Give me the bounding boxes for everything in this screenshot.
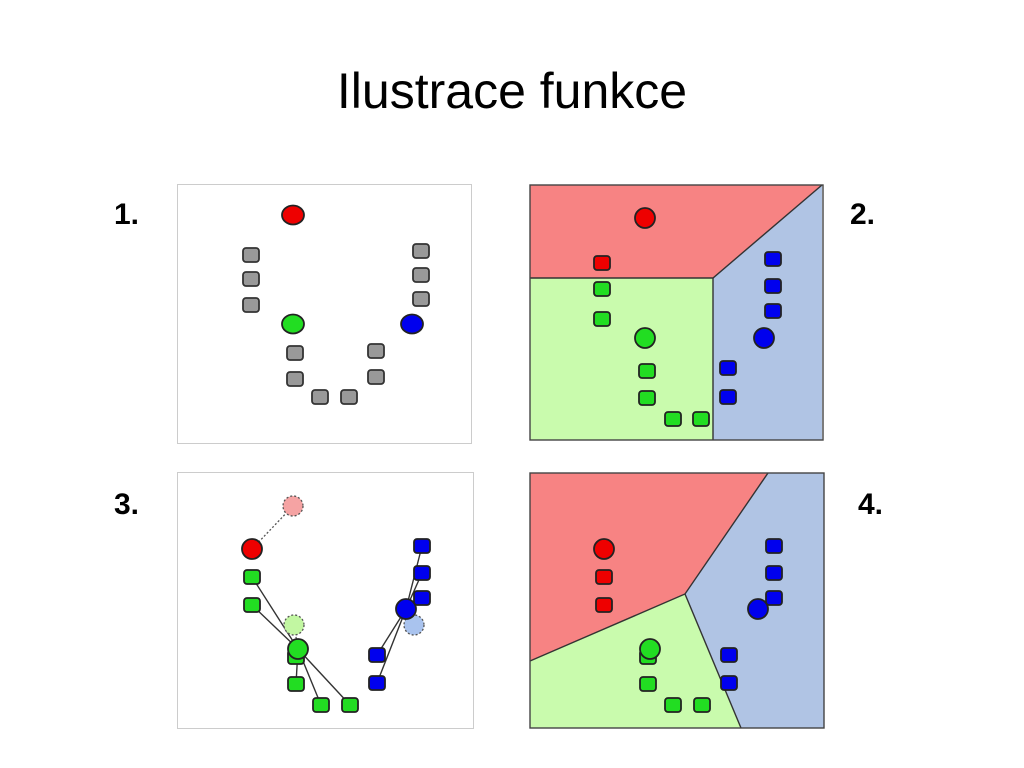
data-point	[413, 590, 431, 606]
data-point	[664, 697, 682, 713]
data-point	[340, 389, 358, 405]
data-point	[720, 647, 738, 663]
data-point	[693, 697, 711, 713]
assignment-line	[251, 576, 299, 650]
panel-4	[529, 472, 827, 730]
data-point	[720, 675, 738, 691]
data-point	[368, 647, 386, 663]
red-centroid	[634, 207, 656, 229]
blue-centroid	[753, 327, 775, 349]
data-point	[413, 538, 431, 554]
red-centroid	[593, 538, 615, 560]
data-point	[692, 411, 710, 427]
old-red-centroid	[282, 495, 304, 517]
data-point	[638, 390, 656, 406]
data-point	[311, 389, 329, 405]
data-point	[412, 243, 430, 259]
blue-centroid	[395, 598, 417, 620]
green-region	[530, 278, 713, 440]
panel-3-label: 3.	[114, 488, 140, 521]
red-region	[530, 185, 822, 278]
data-point	[764, 251, 782, 267]
panel-3-diagram	[177, 472, 474, 729]
red-region	[530, 473, 768, 661]
data-point	[367, 369, 385, 385]
data-point	[412, 291, 430, 307]
red-centroid	[241, 538, 263, 560]
panel-4-diagram	[529, 472, 825, 729]
data-point	[595, 569, 613, 585]
data-point	[286, 345, 304, 361]
data-point	[593, 311, 611, 327]
data-point	[242, 271, 260, 287]
data-point	[765, 590, 783, 606]
panel-2-label: 2.	[850, 198, 876, 231]
panel-1-label: 1.	[114, 198, 140, 231]
panel-2-frame	[529, 184, 824, 441]
panel-2-diagram	[529, 184, 824, 441]
data-point	[243, 597, 261, 613]
blue-centroid	[400, 313, 424, 335]
data-point	[764, 278, 782, 294]
data-point	[593, 255, 611, 271]
old-blue-centroid	[403, 614, 425, 636]
data-point	[287, 676, 305, 692]
old-green-centroid	[283, 614, 305, 636]
data-point	[765, 565, 783, 581]
green-centroid	[287, 638, 309, 660]
panel-4-label: 4.	[858, 488, 884, 521]
assignment-line	[376, 608, 407, 684]
panel-4-frame	[529, 472, 825, 729]
panel-2	[529, 184, 825, 442]
data-point	[367, 343, 385, 359]
slide-title: Ilustrace funkce	[336, 63, 688, 119]
panel-3	[177, 472, 475, 730]
data-point	[664, 411, 682, 427]
data-point	[719, 389, 737, 405]
data-point	[312, 697, 330, 713]
data-point	[639, 676, 657, 692]
region-boundary	[684, 593, 742, 729]
data-point	[412, 267, 430, 283]
assignment-line	[297, 648, 351, 706]
data-point	[638, 363, 656, 379]
data-point	[765, 538, 783, 554]
green-region	[530, 594, 741, 728]
data-point	[341, 697, 359, 713]
data-point	[719, 360, 737, 376]
data-point	[242, 247, 260, 263]
data-point	[413, 565, 431, 581]
data-point	[286, 371, 304, 387]
data-point	[242, 297, 260, 313]
panel-1	[177, 184, 473, 446]
green-centroid	[634, 327, 656, 349]
blue-centroid	[747, 598, 769, 620]
data-point	[368, 675, 386, 691]
data-point	[595, 597, 613, 613]
red-centroid	[281, 204, 305, 226]
green-centroid	[281, 313, 305, 335]
data-point	[243, 569, 261, 585]
data-point	[764, 303, 782, 319]
panel-1-diagram	[177, 184, 472, 444]
green-centroid	[639, 638, 661, 660]
data-point	[593, 281, 611, 297]
